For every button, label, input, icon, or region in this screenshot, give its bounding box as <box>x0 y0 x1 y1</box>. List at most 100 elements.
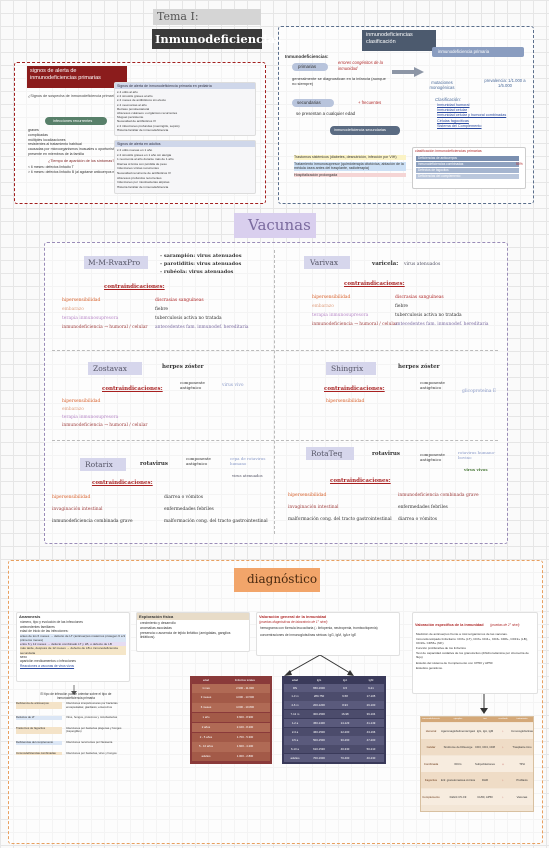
adultos-line: ≥ 2 sinusitis graves en 1 año sin alergi… <box>117 152 172 157</box>
tiempo-title: ¿Tiempo de aparición de los síntomas? <box>48 159 115 163</box>
pediatria-line: ≥ 2 meses de antibióticos sin efecto <box>117 98 166 103</box>
contra-item: inmunodeficiencia → humoral / celular <box>62 325 148 330</box>
row-key: Trastornos de fagocitos <box>16 726 62 734</box>
tema-text: Tema I: <box>157 10 199 23</box>
table-header: inmunodeficiencia <box>422 718 440 720</box>
sec-items: Trastornos sistémicos (diabetes, desnutr… <box>294 155 406 178</box>
frecuentes-label: + frecuentes <box>358 100 382 105</box>
anam-line: antes de los 6 meses → defecto de LT (an… <box>20 633 126 643</box>
rotateq-label: rotavirus <box>372 451 400 457</box>
varivax-name: Varivax <box>310 258 339 267</box>
contra-item: inmunodeficiencia → humoral / celular <box>62 423 148 428</box>
primarias-chip <box>292 63 328 71</box>
clasif-title: inmunodeficiencias clasificación <box>366 32 413 45</box>
zostavax-chip <box>88 362 142 375</box>
contra-item: inmunodeficiencia combinada grave <box>398 493 479 498</box>
contra-item: tuberculosis activa no tratada <box>155 316 222 321</box>
table-cell: 2 - 5 años <box>199 734 213 739</box>
table-cell: 450-1400 <box>313 720 325 725</box>
contra-item: discrasias sanguíneas <box>395 295 444 300</box>
contra-item: invaginación intestinal <box>52 507 103 512</box>
table-cell: 6 meses <box>200 705 212 710</box>
tiempo-line: < 6 meses: defectos linfocito T <box>28 165 74 169</box>
mmr-line: - sarampión: virus atenuados <box>160 253 242 259</box>
table-cell: 1.000 - 2.800 <box>236 754 254 759</box>
list-item: Sistema del Complemento <box>437 123 482 128</box>
rotarix-label: rotavirus <box>140 461 168 467</box>
table-cell: 16-98 <box>341 711 349 716</box>
anam-line: entre 6 y 12 meses → defecto combinado L… <box>20 642 126 647</box>
table-cell: 700-1600 <box>313 755 325 760</box>
table-cell: Fagocitos <box>424 778 438 783</box>
table-cell: DHR <box>481 778 489 783</box>
box-item: Inmunodeficiencias combinadas <box>416 162 519 167</box>
contra-item: embarazo <box>312 304 334 309</box>
pediatria-line: Abscesos cutáneos u orgánicos recurrente… <box>117 111 178 116</box>
mmr-lines: - sarampión: virus atenuados - parotidit… <box>160 252 242 276</box>
shingrix-label: herpes zóster <box>398 364 440 370</box>
table-cell: Inmunoglobulinas <box>511 728 533 733</box>
contra-item: hipersensibilidad <box>52 495 91 500</box>
valor2-line: Estudios genéticos. <box>416 665 443 670</box>
rotateq-comp: componente antigénico <box>420 452 445 462</box>
clasif-title-banner <box>362 30 436 51</box>
tema-label <box>153 9 261 25</box>
anamnesis-card: Anamnesis número, tipo y evolución de la… <box>16 612 130 682</box>
mmr-contra-right: discrasias sanguíneas fiebre tuberculosi… <box>155 296 249 332</box>
fisica-card: Exploración física crecimiento y desarro… <box>136 612 250 652</box>
table-cell: ↓ <box>502 728 504 733</box>
table-header: edad <box>202 678 210 682</box>
contra-item: diarrea o vómitos <box>398 517 438 522</box>
table-header: IgA <box>342 678 348 682</box>
table-header: IgM <box>368 678 374 682</box>
table-cell: 4-6 m <box>291 703 299 708</box>
shingrix-contra-title: contraindicaciones: <box>324 386 385 392</box>
valoracion-general-card: Valoración general de la inmunidad (prue… <box>256 612 400 656</box>
table-header: edad <box>291 678 299 682</box>
rotateq-name: RotaTeq <box>311 449 343 458</box>
big-arrow-icon <box>392 64 424 77</box>
box-item: Deficiencias del complemento <box>416 174 519 179</box>
contra-item: hipersensibilidad <box>288 493 327 498</box>
list-item: complicadas <box>28 132 48 137</box>
fisica-title: Exploración física <box>137 613 249 620</box>
vacunas-divider-h1 <box>52 350 498 351</box>
signos-pill-bg <box>45 117 107 125</box>
vacunas-divider <box>274 250 275 534</box>
row-val: Infecciones por bacterias piógenas y hon… <box>66 725 122 734</box>
table-header: IgG <box>316 678 322 682</box>
contra-item: terapia inmunosupresora <box>312 313 369 318</box>
valor2-line: Test de capacidad oxidativa de los granu… <box>416 651 529 660</box>
anam-line: número, tipo y evolución de las infeccio… <box>20 620 83 624</box>
diag-title: diagnóstico <box>247 572 318 586</box>
table-cell: 200-1200 <box>313 703 325 708</box>
table-cell: adultos <box>201 754 211 759</box>
table-cell: Agammaglobulinemia ligada a X <box>441 728 475 733</box>
ids-chip <box>330 126 400 135</box>
alerta-pediatria-card: Signos de alerta de inmunodeficiencia pr… <box>114 82 256 136</box>
primarias-label: primarias <box>298 64 317 69</box>
sec-item: Hospitalización prolongada <box>294 172 406 178</box>
table-cell: 1 año <box>202 714 210 719</box>
valor-line: concentraciones de inmunoglobulinas séri… <box>260 632 357 637</box>
table-row: Trastornos de fagocitos Infecciones por … <box>16 725 128 734</box>
table-cell: IDCG <box>454 761 462 766</box>
anam-line: más tarde, después de 12 meses → defecto… <box>20 646 126 655</box>
shingrix-chip <box>326 362 376 375</box>
anam-line: edad de inicio de las infecciones: <box>20 629 69 634</box>
table-cell: Profilaxis <box>516 778 528 783</box>
primarias-desc: errores congénitos de la inmunidad <box>338 60 383 71</box>
secundarias-note: se presentan a cualquier edad <box>296 111 356 116</box>
mmr-contra-left: hipersensibilidad embarazo terapia inmun… <box>62 296 148 332</box>
contra-item: fiebre <box>155 307 169 312</box>
table-row: Deficiencia de anticuerpos Infecciones s… <box>16 701 128 710</box>
